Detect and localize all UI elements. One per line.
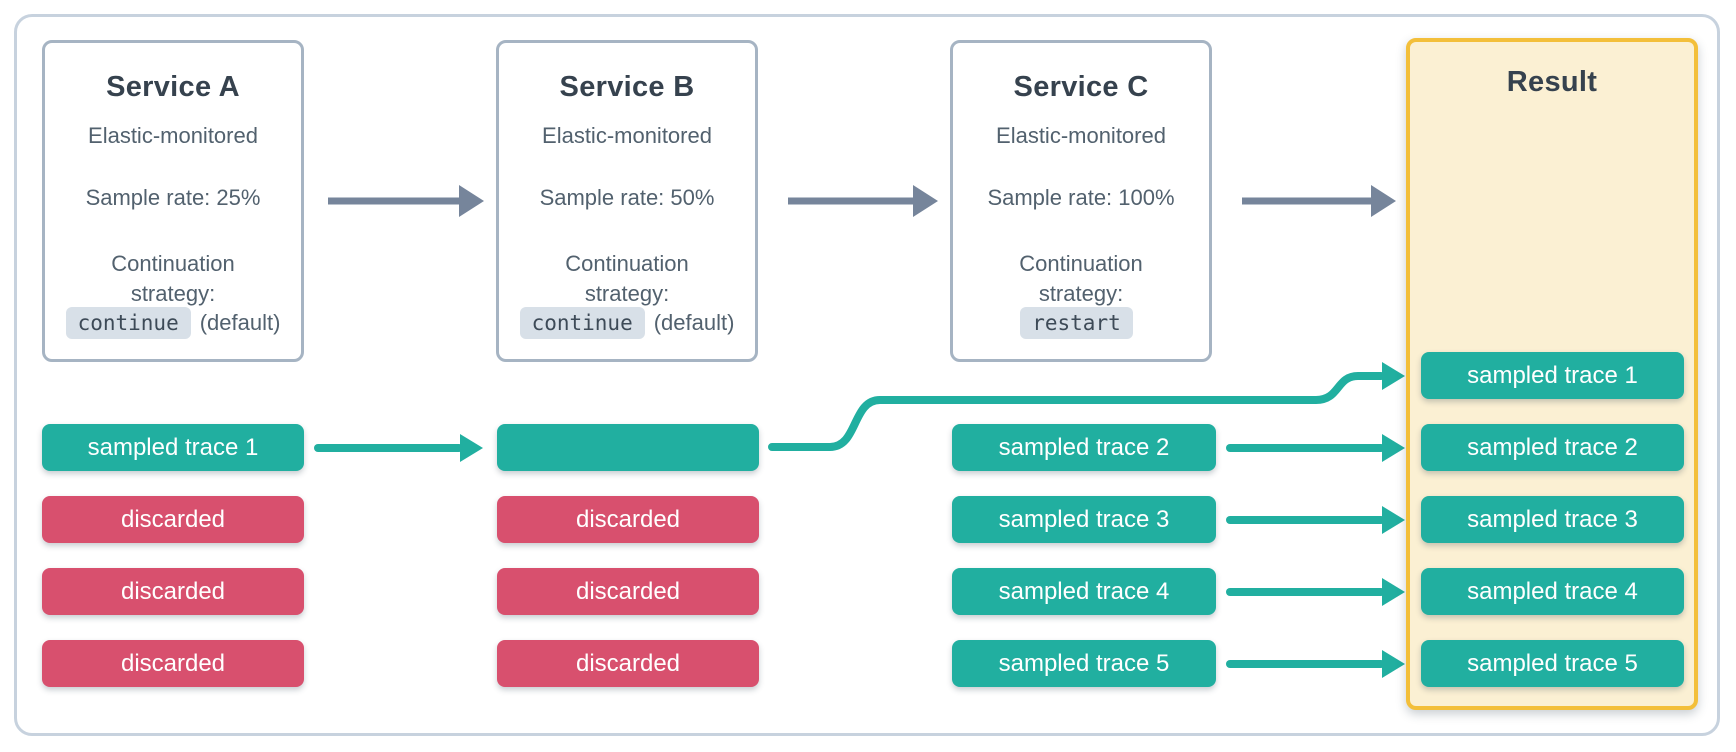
service-c-box: Service C Elastic-monitored Sample rate:… (950, 40, 1212, 362)
trace-box: discarded (497, 568, 759, 615)
trace-box: discarded (42, 640, 304, 687)
service-a-sample-rate: Sample rate: 25% (85, 185, 261, 210)
service-c-strategy-label: Continuation strategy: (1019, 251, 1143, 306)
service-a-strategy-row: continue (default) (45, 307, 301, 339)
trace-box: discarded (42, 496, 304, 543)
trace-label: sampled trace 2 (1467, 433, 1638, 461)
trace-label: sampled trace 5 (1467, 649, 1638, 677)
result-trace-box: sampled trace 4 (1421, 568, 1684, 615)
result-trace-box: sampled trace 5 (1421, 640, 1684, 687)
service-c-sample-rate: Sample rate: 100% (987, 185, 1175, 210)
trace-box: discarded (42, 568, 304, 615)
trace-box-unlabeled (497, 424, 759, 471)
service-a-title: Service A (106, 71, 240, 103)
trace-label: discarded (120, 577, 226, 605)
trace-label: sampled trace 3 (1467, 505, 1638, 533)
service-b-box: Service B Elastic-monitored Sample rate:… (496, 40, 758, 362)
service-a-box: Service A Elastic-monitored Sample rate:… (42, 40, 304, 362)
trace-label: discarded (575, 505, 681, 533)
service-c-strategy-row: restart (953, 307, 1209, 339)
service-a-strategy-default-suffix: (default) (199, 310, 281, 335)
result-trace-box: sampled trace 2 (1421, 424, 1684, 471)
trace-box: sampled trace 1 (42, 424, 304, 471)
service-c-title: Service C (1013, 71, 1149, 103)
trace-box: discarded (497, 496, 759, 543)
service-c-monitoring: Elastic-monitored (996, 123, 1166, 148)
service-b-sample-rate: Sample rate: 50% (539, 185, 715, 210)
result-trace-box: sampled trace 3 (1421, 496, 1684, 543)
result-trace-box: sampled trace 1 (1421, 352, 1684, 399)
service-b-title: Service B (559, 71, 695, 103)
service-b-strategy-row: continue (default) (499, 307, 755, 339)
trace-label: sampled trace 5 (998, 649, 1170, 677)
service-b-strategy-label: Continuation strategy: (565, 251, 689, 306)
service-a-monitoring: Elastic-monitored (88, 123, 258, 148)
trace-label: sampled trace 4 (1467, 577, 1638, 605)
result-title: Result (1506, 66, 1598, 98)
service-b-monitoring: Elastic-monitored (542, 123, 712, 148)
trace-label: discarded (575, 649, 681, 677)
trace-label: sampled trace 1 (1467, 361, 1638, 389)
trace-label: discarded (575, 577, 681, 605)
service-a-strategy-code-chip: continue (65, 307, 191, 339)
trace-box: sampled trace 4 (952, 568, 1216, 615)
trace-box: discarded (497, 640, 759, 687)
trace-box: sampled trace 3 (952, 496, 1216, 543)
trace-label: sampled trace 4 (998, 577, 1170, 605)
trace-label: sampled trace 3 (998, 505, 1170, 533)
service-b-strategy-default-suffix: (default) (653, 310, 735, 335)
diagram-outer-frame (14, 14, 1720, 736)
service-c-strategy-code-chip: restart (1020, 307, 1133, 339)
trace-box: sampled trace 5 (952, 640, 1216, 687)
trace-box: sampled trace 2 (952, 424, 1216, 471)
trace-label: discarded (120, 505, 226, 533)
service-b-strategy-code-chip: continue (519, 307, 645, 339)
trace-label: sampled trace 2 (998, 433, 1170, 461)
trace-label: discarded (120, 649, 226, 677)
service-a-strategy-label: Continuation strategy: (111, 251, 235, 306)
trace-label: sampled trace 1 (87, 433, 259, 461)
